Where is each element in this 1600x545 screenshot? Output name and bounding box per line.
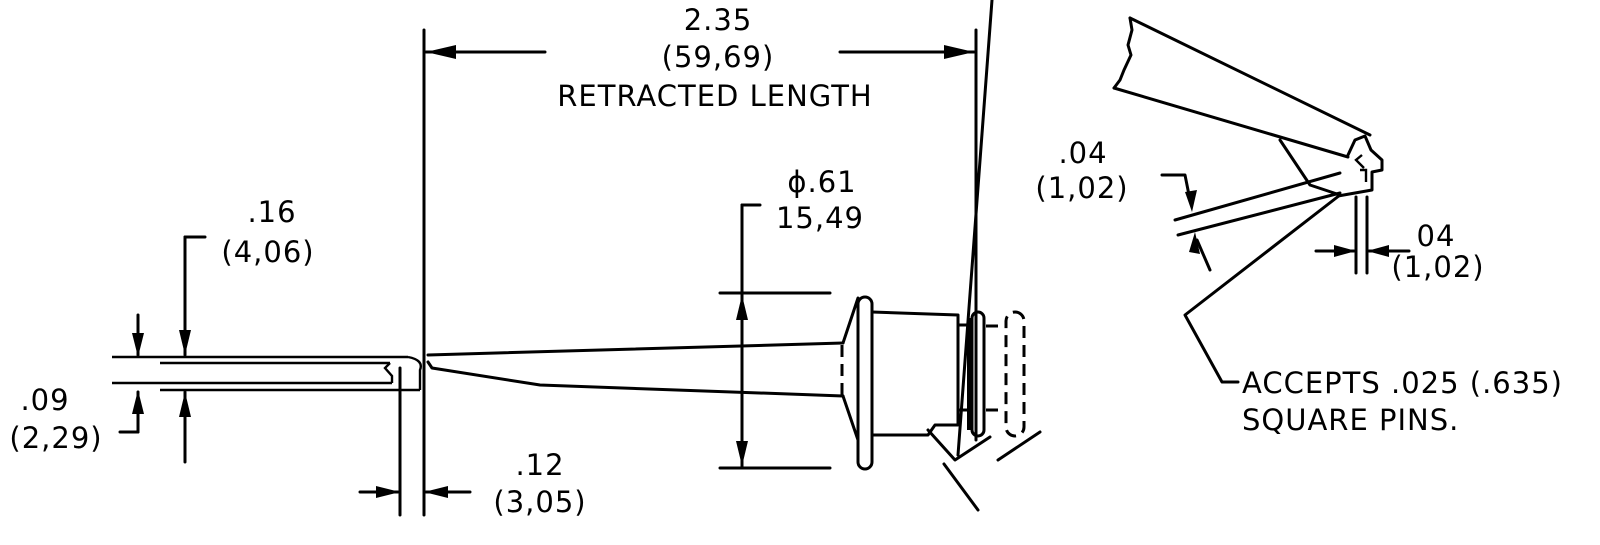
detail-gap-mm: (1,02)	[1035, 171, 1128, 205]
detail-pin-mm: (1,02)	[1391, 250, 1484, 284]
tip-offset-inch: .16	[247, 195, 296, 229]
diameter-inch: ϕ.61	[787, 165, 856, 199]
tip-width-mm: (2,29)	[9, 421, 102, 455]
tip-offset-dimension: .16 (4,06)	[179, 195, 314, 464]
diameter-dimension: ϕ.61 15,49	[718, 165, 864, 470]
overall-length-dimension: 2.35 (59,69) RETRACTED LENGTH	[422, 3, 978, 517]
hook-length-inch: .12	[515, 448, 564, 482]
detail-gap-inch: .04	[1058, 136, 1107, 170]
overall-length-mm: (59,69)	[662, 40, 775, 74]
hook-detail-view: .04 (1,02) 04 (1,02)	[1035, 16, 1484, 284]
tip-width-inch: .09	[20, 383, 69, 417]
note-line-1: ACCEPTS .025 (.635)	[1242, 366, 1563, 400]
ring-gap-dimension: 498"/>	[926, 0, 1042, 512]
diameter-mm: 15,49	[776, 201, 864, 235]
overall-length-inch: 2.35	[684, 3, 753, 37]
tip-offset-mm: (4,06)	[221, 235, 314, 269]
retracted-length-label: RETRACTED LENGTH	[557, 79, 872, 113]
hook-length-mm: (3,05)	[493, 485, 586, 519]
detail-pin-inch: 04	[1417, 219, 1456, 253]
tip-width-dimension: .09 (2,29)	[9, 313, 144, 455]
note-line-2: SQUARE PINS.	[1242, 403, 1459, 437]
probe-body	[426, 295, 1026, 471]
hook-length-dimension: .12 (3,05)	[358, 366, 586, 519]
pin-note: ACCEPTS .025 (.635) SQUARE PINS.	[1183, 193, 1563, 437]
probe-tip	[112, 355, 422, 392]
